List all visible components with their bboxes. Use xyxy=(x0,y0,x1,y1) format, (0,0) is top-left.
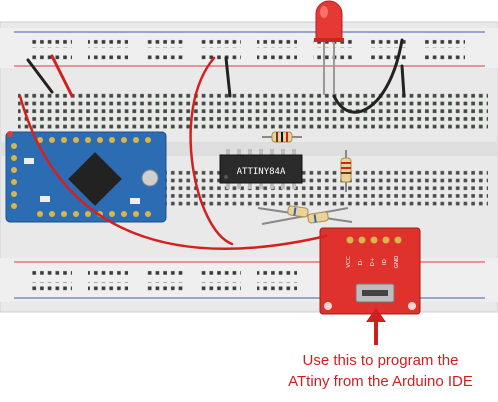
usb-pin-label-gnd: GND xyxy=(394,256,400,269)
usb-pin-label-dplus: D+ xyxy=(370,257,376,266)
chip-label: ATTINY84A xyxy=(237,167,286,177)
caption: Use this to program the ATtiny from the … xyxy=(268,350,493,392)
usb-pin-label-vcc: VCC xyxy=(346,256,352,268)
pro-mini-board xyxy=(6,131,166,222)
usb-pin-label-dminus: D- xyxy=(358,259,364,265)
usb-pin-label-id: ID xyxy=(382,259,388,265)
reset-button xyxy=(142,170,158,186)
wire-black-right xyxy=(402,66,404,96)
upper-terminal-holes xyxy=(18,90,488,130)
caption-line-2: ATtiny from the Arduino IDE xyxy=(268,371,493,392)
caption-line-1: Use this to program the xyxy=(268,350,493,371)
usb-programmer-board: VCC D- D+ ID GND xyxy=(320,228,420,314)
attiny84a-chip: ATTINY84A xyxy=(220,149,302,189)
